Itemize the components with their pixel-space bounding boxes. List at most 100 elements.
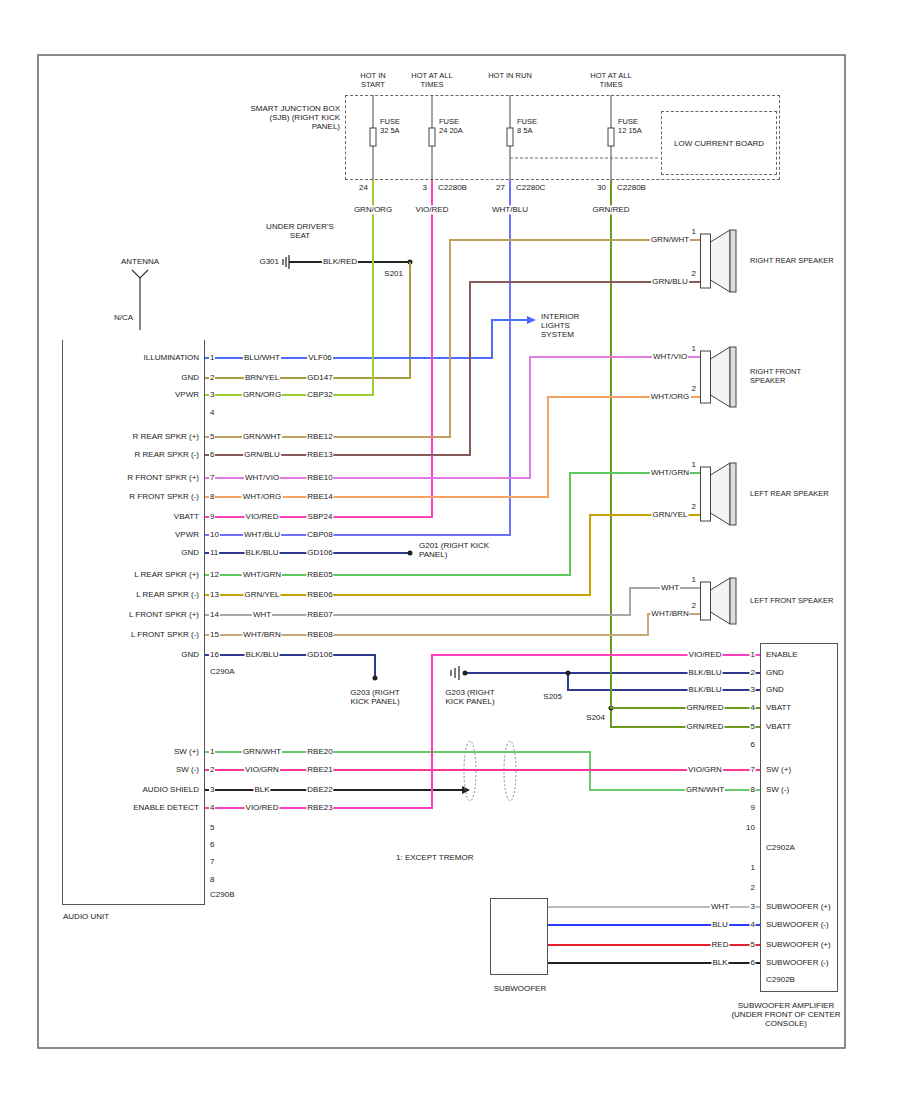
wire-color: BLK/BLU — [688, 685, 723, 694]
wire — [611, 180, 760, 708]
page-frame — [38, 55, 845, 1048]
wire — [205, 515, 700, 595]
pin-number: 2 — [691, 269, 697, 278]
wire-code: RBE13 — [306, 450, 333, 459]
wire-color: WHT — [710, 902, 730, 911]
wire — [205, 180, 373, 395]
wire-color: GRN/YEL — [651, 510, 688, 519]
ground-wire — [568, 673, 760, 690]
arrow-head — [527, 316, 536, 324]
pin-number: 1 — [209, 747, 215, 756]
pin-number: 9 — [750, 803, 756, 812]
pin-name: SW (-) — [765, 785, 790, 794]
wire-code: VLF06 — [307, 353, 333, 362]
pin-name: ILLUMINATION — [143, 353, 200, 362]
wire-code: RBE08 — [306, 630, 333, 639]
wire — [205, 473, 700, 575]
pin-number: 3 — [209, 785, 215, 794]
wire-code: VIO/GRN — [244, 765, 280, 774]
pin-number: 7 — [209, 473, 215, 482]
wire-color: WHT/BRN — [650, 609, 689, 618]
speaker-terminal — [701, 351, 711, 403]
speaker-cone — [711, 463, 731, 525]
wire-code: CBP32 — [306, 390, 333, 399]
pin-name: R FRONT SPKR (-) — [128, 492, 200, 501]
pin-number: 4 — [209, 408, 215, 417]
ground-symbol — [283, 255, 289, 269]
node-title: AUDIO UNIT — [63, 912, 183, 921]
wire-color: VIO/RED — [415, 205, 450, 214]
pin-number: 10 — [209, 530, 220, 539]
fuse-label: FUSE 8 5A — [516, 118, 542, 135]
node-title: LEFT FRONT SPEAKER — [750, 597, 834, 606]
pin-number: 2 — [691, 601, 697, 610]
wire — [205, 655, 760, 808]
pin-name: R FRONT SPKR (+) — [126, 473, 200, 482]
speaker: RIGHT FRONT SPEAKER — [700, 339, 840, 415]
pin-number: 9 — [209, 512, 215, 521]
wire-code: GRN/BLU — [243, 450, 281, 459]
wire-code: WHT — [252, 610, 272, 619]
pin-number: 13 — [209, 590, 220, 599]
connector-id: C290B — [209, 890, 235, 899]
connector-id: 3 — [422, 183, 428, 192]
wire-code: WHT/ORG — [242, 492, 283, 501]
pin-number: 5 — [750, 940, 756, 949]
pin-number: 2 — [750, 883, 756, 892]
pin-name: L FRONT SPKR (+) — [128, 610, 200, 619]
node-title: LEFT REAR SPEAKER — [750, 490, 834, 499]
pin-number: 2 — [750, 668, 756, 677]
pin-number: 4 — [750, 703, 756, 712]
connector-id: 30 — [596, 183, 607, 192]
antenna-symbol — [139, 278, 140, 330]
power-note: HOT IN RUN — [487, 72, 533, 81]
node-title: RIGHT REAR SPEAKER — [750, 257, 834, 266]
connector-id: C290A — [209, 667, 235, 676]
wire-color: WHT/ORG — [650, 392, 691, 401]
antenna-label: N/CA — [113, 313, 134, 322]
speaker: RIGHT REAR SPEAKER — [700, 222, 840, 300]
pin-name: L REAR SPKR (-) — [135, 590, 200, 599]
wire — [205, 240, 700, 437]
fuse-label: FUSE 12 15A — [617, 118, 643, 135]
pin-name: VPWR — [174, 390, 200, 399]
wire-code: GD106 — [306, 650, 333, 659]
speaker-symbol — [700, 570, 748, 632]
wire-code: BRN/YEL — [244, 373, 280, 382]
wire-color: WHT/GRN — [650, 468, 690, 477]
antenna-label: ANTENNA — [120, 257, 160, 266]
pin-number: 1 — [691, 344, 697, 353]
pin-name: R REAR SPKR (+) — [132, 432, 200, 441]
ground-dot — [463, 671, 468, 676]
wire-color: BLK/BLU — [688, 668, 723, 677]
location-note: UNDER DRIVER'S SEAT — [261, 222, 339, 240]
speaker-cone — [711, 230, 731, 292]
speaker-cone — [711, 578, 731, 624]
connector-id: 27 — [495, 183, 506, 192]
illumination-wire — [205, 320, 528, 358]
wire-color: BLK/RED — [322, 257, 358, 266]
pin-name: L REAR SPKR (+) — [133, 570, 200, 579]
speaker: LEFT FRONT SPEAKER — [700, 570, 840, 632]
splice-id: S204 — [585, 713, 606, 722]
pin-name: GND — [180, 373, 200, 382]
pin-number: 1 — [209, 353, 215, 362]
pin-number: 11 — [209, 548, 219, 557]
pin-number: 8 — [750, 785, 756, 794]
pin-name: SW (-) — [175, 765, 200, 774]
node-title: RIGHT FRONT SPEAKER — [750, 368, 834, 385]
wire-code: RBE14 — [306, 492, 333, 501]
pin-number: 3 — [209, 390, 215, 399]
speaker-terminal — [701, 582, 711, 620]
wire-code: DBE22 — [306, 785, 333, 794]
pin-number: 4 — [209, 803, 215, 812]
wire-code: BLK/BLU — [245, 548, 280, 557]
wire-code: WHT/BLU — [243, 530, 281, 539]
antenna-symbol — [132, 270, 148, 278]
power-note: HOT IN START — [350, 72, 396, 89]
speaker-terminal — [701, 234, 711, 288]
pin-name: GND — [765, 668, 785, 677]
wire-code: GRN/WHT — [242, 747, 282, 756]
pin-name: SUBWOOFER (-) — [765, 920, 830, 929]
wire-color: RED — [711, 940, 730, 949]
